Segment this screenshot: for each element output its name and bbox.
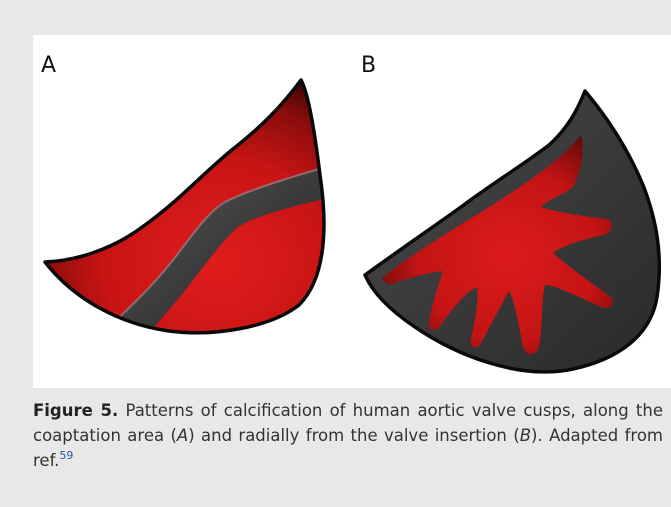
figure-illustration (33, 35, 671, 388)
panel-b-label: B (361, 53, 376, 78)
cusp-b-illustration (365, 91, 659, 372)
caption-ref-a: A (177, 426, 188, 445)
caption-ref-b: B (520, 426, 531, 445)
citation-link[interactable]: 59 (59, 449, 73, 462)
cusp-a-illustration (45, 80, 333, 353)
panel-a-label: A (41, 53, 56, 78)
figure-caption: Figure 5. Patterns of calcification of h… (33, 398, 663, 473)
caption-text-2: ) and radially from the valve insertion … (188, 426, 520, 445)
figure-panel: A B (33, 35, 671, 388)
figure-number: Figure 5. (33, 401, 118, 420)
